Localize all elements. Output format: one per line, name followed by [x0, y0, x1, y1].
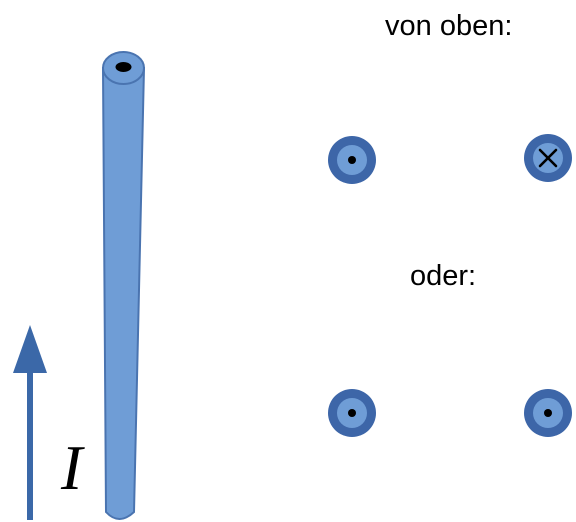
wire-body — [101, 67, 146, 520]
alternative-label: oder: — [410, 260, 477, 292]
current-out-symbol-top-left — [328, 136, 376, 184]
current-out-symbol-bottom-left — [328, 389, 376, 437]
current-in-symbol-top-right — [524, 134, 572, 182]
arrow-head — [13, 325, 47, 373]
dot-icon — [544, 409, 552, 417]
dot-icon — [348, 409, 356, 417]
cross-icon — [538, 148, 558, 168]
current-direction-arrow — [13, 325, 47, 520]
current-out-symbol-bottom-right — [524, 389, 572, 437]
wire-hollow-core — [115, 62, 132, 72]
dot-icon — [348, 156, 356, 164]
wire — [101, 51, 146, 520]
top-view-label: von oben: — [385, 10, 513, 42]
current-symbol-label: I — [61, 432, 83, 503]
